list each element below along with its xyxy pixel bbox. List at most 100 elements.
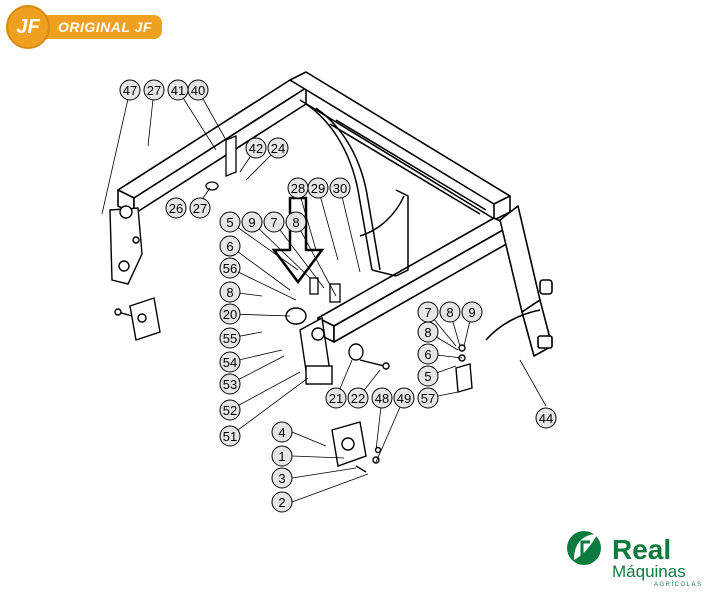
right-small-plate <box>455 344 473 393</box>
original-jf-badge: JF ORIGINAL JF <box>6 5 162 49</box>
callout-label: 7 <box>270 215 277 230</box>
callout-circle <box>535 407 557 429</box>
callout-label: 28 <box>291 181 305 196</box>
callout-circle <box>417 387 439 409</box>
callout-label: 44 <box>539 411 553 426</box>
lower-plate-assembly <box>331 421 382 473</box>
callout-circle <box>119 79 141 101</box>
callout-circle <box>347 387 369 409</box>
frame-center-arch <box>305 103 409 277</box>
callout-circle <box>189 197 211 219</box>
callout-circle <box>393 387 415 409</box>
jf-logo: JF <box>6 5 50 49</box>
callout-circle <box>219 281 241 303</box>
callout-circle <box>219 399 241 421</box>
callout-circle <box>461 301 483 323</box>
leaf-r-logo-icon <box>567 531 601 565</box>
brand-name: Real <box>612 534 672 565</box>
callout-circle <box>219 373 241 395</box>
callout-label: 54 <box>223 355 237 370</box>
callout-circle <box>187 79 209 101</box>
frame-right-leg <box>485 205 553 357</box>
callout-circle <box>371 387 393 409</box>
callout-circle <box>307 177 329 199</box>
callout-label: 3 <box>278 471 285 486</box>
callout-label: 8 <box>292 215 299 230</box>
callout-circle <box>417 365 439 387</box>
callout-circle <box>271 491 293 513</box>
callout-label: 24 <box>271 141 285 156</box>
callout-circle <box>285 211 307 233</box>
front-mounting-bracket <box>285 307 364 386</box>
callout-label: 5 <box>226 215 233 230</box>
callout-label: 6 <box>424 347 431 362</box>
callout-circle <box>417 321 439 343</box>
callout-circle <box>143 79 165 101</box>
callout-circle <box>219 351 241 373</box>
callout-label: 49 <box>397 391 411 406</box>
callout-label: 1 <box>278 449 285 464</box>
callout-label: 4 <box>278 425 285 440</box>
callout-circle <box>219 425 241 447</box>
callout-label: 6 <box>226 239 233 254</box>
callout-circle <box>219 211 241 233</box>
callout-label: 56 <box>223 261 237 276</box>
callout-circle <box>241 211 263 233</box>
callout-label: 9 <box>468 305 475 320</box>
callout-label: 47 <box>123 83 137 98</box>
callout-circle <box>417 343 439 365</box>
callout-circle <box>439 301 461 323</box>
callout-label: 26 <box>169 201 183 216</box>
frame-front-bar <box>317 217 511 343</box>
callout-label: 20 <box>223 307 237 322</box>
callout-circle <box>245 137 267 159</box>
badge-label: ORIGINAL JF <box>42 15 162 39</box>
callout-label: 2 <box>278 495 285 510</box>
callout-circle <box>325 387 347 409</box>
real-maquinas-logo: Real Máquinas AGRÍCOLAS <box>562 530 714 588</box>
callout-label: 48 <box>375 391 389 406</box>
callout-circle <box>219 235 241 257</box>
callout-label: 51 <box>223 429 237 444</box>
callout-circle <box>219 257 241 279</box>
callout-label: 27 <box>193 201 207 216</box>
callout-label: 53 <box>223 377 237 392</box>
highlight-arrow <box>271 196 325 285</box>
callout-circle <box>271 467 293 489</box>
brand-tagline: AGRÍCOLAS <box>654 582 703 588</box>
callout-label: 57 <box>421 391 435 406</box>
callout-label: 21 <box>329 391 343 406</box>
long-bolt <box>359 359 390 370</box>
callout-label: 55 <box>223 331 237 346</box>
left-leg-bracket <box>109 205 143 285</box>
callout-label: 27 <box>147 83 161 98</box>
callout-label: 22 <box>351 391 365 406</box>
callout-label: 42 <box>249 141 263 156</box>
upper-small-plates <box>205 135 341 303</box>
callout-circle <box>271 421 293 443</box>
callout-circle <box>263 211 285 233</box>
brand-subtitle: Máquinas <box>612 562 686 581</box>
callout-label: 41 <box>171 83 185 98</box>
left-mounting-plate <box>114 297 161 341</box>
callout-circle <box>219 327 241 349</box>
callout-circle <box>165 197 187 219</box>
callout-label: 8 <box>424 325 431 340</box>
callout-circle <box>267 137 289 159</box>
callout-label: 30 <box>333 181 347 196</box>
leader-lines <box>101 89 547 503</box>
callout-label: 8 <box>446 305 453 320</box>
callout-label: 5 <box>424 369 431 384</box>
frame-cross-member <box>289 71 511 221</box>
callout-label: 9 <box>248 215 255 230</box>
callout-label: 52 <box>223 403 237 418</box>
callout-circle <box>329 177 351 199</box>
callout-label: 29 <box>311 181 325 196</box>
callout-label: 40 <box>191 83 205 98</box>
callout-circle <box>219 303 241 325</box>
callout-circle <box>271 445 293 467</box>
callout-label: 8 <box>226 285 233 300</box>
